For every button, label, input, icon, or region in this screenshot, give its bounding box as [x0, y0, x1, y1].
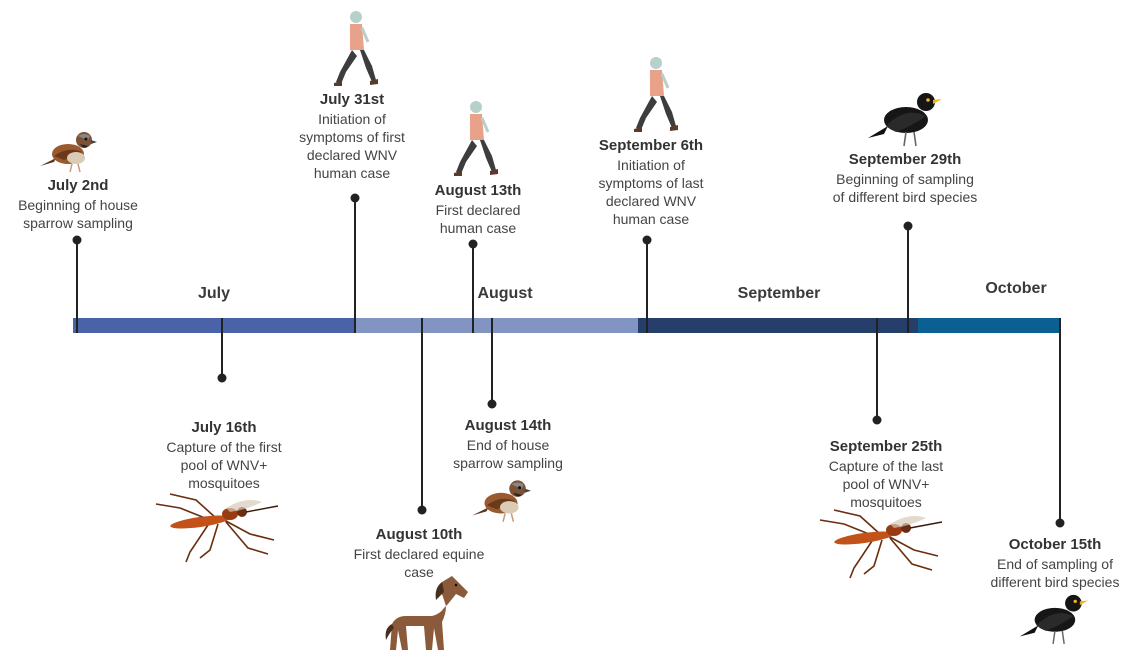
- event-date: September 29th: [833, 150, 978, 170]
- desc-line: First declared equine: [354, 545, 485, 563]
- desc-line: Capture of the first: [166, 438, 281, 456]
- event-date: September 25th: [829, 437, 943, 457]
- connector-dot: [904, 222, 913, 231]
- connector-dot: [73, 236, 82, 245]
- event-description: First declared human case: [435, 201, 522, 237]
- desc-line: pool of WNV+: [829, 475, 943, 493]
- walking-person-icon: [330, 8, 380, 88]
- connector-line: [646, 240, 648, 333]
- august-segment: [355, 318, 638, 333]
- desc-line: Capture of the last: [829, 457, 943, 475]
- sparrow-icon: [470, 474, 532, 524]
- horse-icon: [382, 574, 476, 652]
- desc-line: pool of WNV+: [166, 456, 281, 474]
- connector-line: [1059, 318, 1061, 523]
- event-date: July 16th: [166, 418, 281, 438]
- desc-line: Beginning of sampling: [833, 170, 978, 188]
- event-description: End of sampling of different bird specie…: [991, 555, 1120, 591]
- event-jul16: July 16th Capture of the first pool of W…: [166, 418, 281, 492]
- connector-line: [907, 226, 909, 333]
- event-jul31: July 31st Initiation of symptoms of firs…: [299, 90, 405, 182]
- desc-line: Beginning of house: [18, 196, 138, 214]
- event-date: August 10th: [354, 525, 485, 545]
- october-segment: [918, 318, 1061, 333]
- mosquito-icon: [814, 508, 944, 580]
- july-segment: [73, 318, 355, 333]
- connector-dot: [218, 374, 227, 383]
- connector-line: [354, 198, 356, 333]
- event-aug13: August 13th First declared human case: [435, 181, 522, 237]
- mosquito-icon: [150, 492, 280, 564]
- desc-line: sparrow sampling: [453, 454, 563, 472]
- connector-dot: [469, 240, 478, 249]
- month-label-october: October: [985, 280, 1046, 298]
- desc-line: human case: [435, 219, 522, 237]
- event-date: August 14th: [453, 416, 563, 436]
- connector-dot: [351, 194, 360, 203]
- event-description: Capture of the last pool of WNV+ mosquit…: [829, 457, 943, 511]
- event-date: July 31st: [299, 90, 405, 110]
- blackbird-icon: [1018, 588, 1090, 648]
- connector-dot: [643, 236, 652, 245]
- sparrow-icon: [38, 126, 98, 174]
- event-description: Initiation of symptoms of last declared …: [598, 156, 703, 228]
- event-sep06: September 6th Initiation of symptoms of …: [598, 136, 703, 228]
- event-jul02: July 2nd Beginning of house sparrow samp…: [18, 176, 138, 232]
- connector-line: [472, 244, 474, 333]
- event-sep25: September 25th Capture of the last pool …: [829, 437, 943, 511]
- desc-line: human case: [598, 210, 703, 228]
- desc-line: declared WNV: [598, 192, 703, 210]
- desc-line: mosquitoes: [166, 474, 281, 492]
- desc-line: First declared: [435, 201, 522, 219]
- event-description: Beginning of house sparrow sampling: [18, 196, 138, 232]
- month-label-july: July: [198, 285, 230, 303]
- connector-line: [421, 318, 423, 510]
- connector-dot: [1056, 519, 1065, 528]
- desc-line: Initiation of: [598, 156, 703, 174]
- desc-line: declared WNV: [299, 146, 405, 164]
- event-description: Beginning of sampling of different bird …: [833, 170, 978, 206]
- walking-person-icon: [630, 54, 680, 134]
- blackbird-icon: [866, 86, 944, 150]
- desc-line: of different bird species: [833, 188, 978, 206]
- event-date: October 15th: [991, 535, 1120, 555]
- event-sep29: September 29th Beginning of sampling of …: [833, 150, 978, 206]
- connector-line: [876, 318, 878, 420]
- desc-line: Initiation of: [299, 110, 405, 128]
- desc-line: sparrow sampling: [18, 214, 138, 232]
- desc-line: human case: [299, 164, 405, 182]
- desc-line: symptoms of last: [598, 174, 703, 192]
- connector-dot: [873, 416, 882, 425]
- event-description: Capture of the first pool of WNV+ mosqui…: [166, 438, 281, 492]
- connector-line: [76, 240, 78, 333]
- event-oct15: October 15th End of sampling of differen…: [991, 535, 1120, 591]
- event-date: September 6th: [598, 136, 703, 156]
- month-label-september: September: [738, 285, 821, 303]
- connector-line: [221, 318, 223, 378]
- connector-dot: [418, 506, 427, 515]
- connector-dot: [488, 400, 497, 409]
- event-date: August 13th: [435, 181, 522, 201]
- walking-person-icon: [450, 98, 500, 178]
- connector-line: [491, 318, 493, 404]
- event-aug10: August 10th First declared equine case: [354, 525, 485, 581]
- event-description: Initiation of symptoms of first declared…: [299, 110, 405, 182]
- desc-line: End of house: [453, 436, 563, 454]
- event-aug14: August 14th End of house sparrow samplin…: [453, 416, 563, 472]
- desc-line: symptoms of first: [299, 128, 405, 146]
- month-label-august: August: [477, 285, 532, 303]
- event-description: End of house sparrow sampling: [453, 436, 563, 472]
- desc-line: End of sampling of: [991, 555, 1120, 573]
- event-date: July 2nd: [18, 176, 138, 196]
